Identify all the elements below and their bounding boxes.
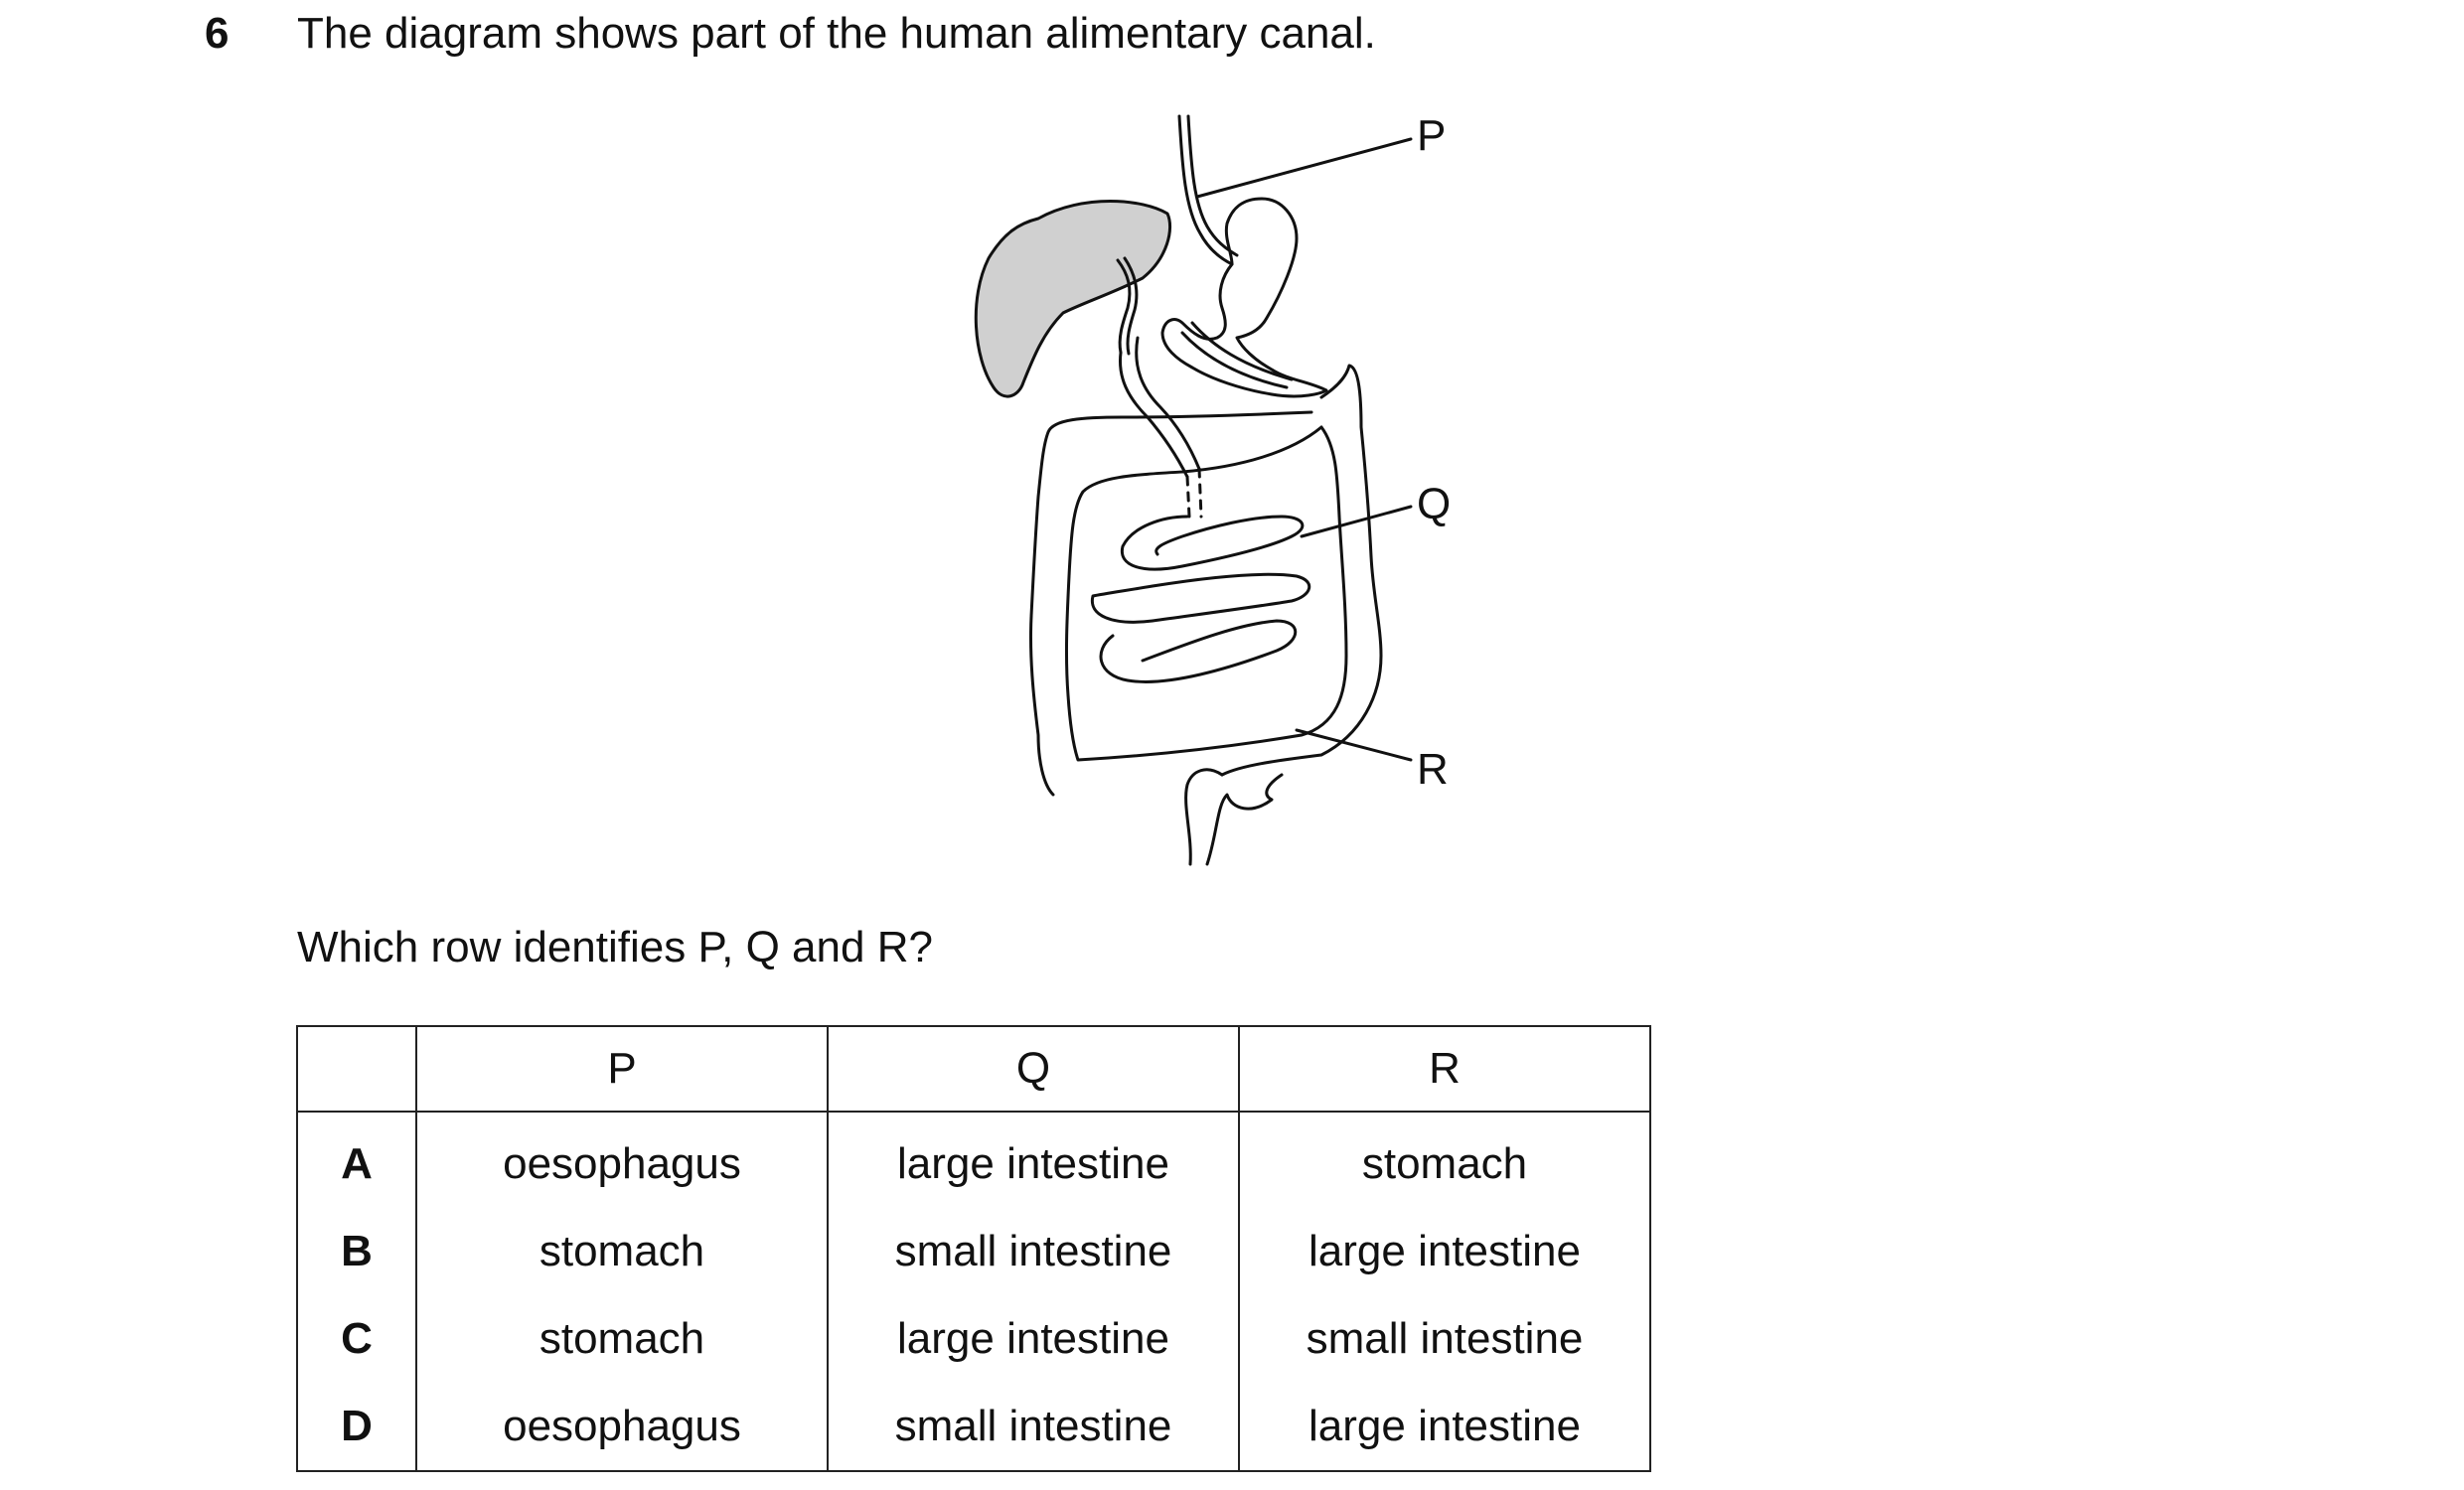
question-prompt: Which row identifies P, Q and R? bbox=[297, 923, 933, 971]
small-intestine-coil-3 bbox=[1099, 619, 1298, 683]
option-q-value: small intestine bbox=[827, 1383, 1240, 1472]
label-line-r bbox=[1295, 728, 1413, 762]
duodenum bbox=[1118, 351, 1189, 479]
large-intestine-outer bbox=[1220, 364, 1383, 777]
header-q: Q bbox=[827, 1025, 1240, 1113]
option-p-value: stomach bbox=[415, 1208, 829, 1295]
rectum-inner bbox=[1205, 773, 1284, 866]
option-q-value: large intestine bbox=[827, 1295, 1240, 1383]
small-intestine-coil-2 bbox=[1090, 572, 1310, 624]
option-r-value: stomach bbox=[1238, 1112, 1651, 1208]
stomach-fold-2 bbox=[1190, 321, 1294, 381]
stomach-fold bbox=[1180, 331, 1289, 389]
stomach bbox=[1160, 197, 1328, 398]
option-row-a[interactable]: A oesophagus large intestine stomach bbox=[296, 1112, 1651, 1208]
header-blank bbox=[296, 1025, 417, 1113]
liver bbox=[974, 200, 1172, 398]
small-intestine-coil-1 bbox=[1120, 515, 1305, 571]
option-q-value: small intestine bbox=[827, 1208, 1240, 1295]
option-r-value: large intestine bbox=[1238, 1383, 1651, 1472]
option-p-value: oesophagus bbox=[415, 1383, 829, 1472]
option-q-value: large intestine bbox=[827, 1112, 1240, 1208]
option-letter: B bbox=[296, 1208, 417, 1295]
label-r: R bbox=[1417, 745, 1449, 794]
option-letter: D bbox=[296, 1383, 417, 1472]
bile-duct-inner bbox=[1123, 256, 1139, 356]
label-line-q bbox=[1300, 505, 1413, 538]
transverse-colon-inner bbox=[1064, 425, 1348, 762]
option-row-b[interactable]: B stomach small intestine large intestin… bbox=[296, 1208, 1651, 1295]
transverse-colon bbox=[1028, 410, 1313, 797]
option-row-c[interactable]: C stomach large intestine small intestin… bbox=[296, 1295, 1651, 1383]
option-letter: C bbox=[296, 1295, 417, 1383]
oesophagus-inner bbox=[1186, 114, 1239, 257]
option-row-d[interactable]: D oesophagus small intestine large intes… bbox=[296, 1383, 1651, 1472]
question-number: 6 bbox=[205, 9, 230, 58]
table-header-row: P Q R bbox=[296, 1025, 1651, 1113]
duodenum-hidden bbox=[1185, 475, 1191, 519]
duodenum-inner bbox=[1135, 336, 1201, 471]
rectum bbox=[1184, 768, 1224, 866]
option-r-value: small intestine bbox=[1238, 1295, 1651, 1383]
label-line-p bbox=[1195, 137, 1413, 199]
question-stem: The diagram shows part of the human alim… bbox=[297, 9, 1376, 58]
duodenum-hidden-inner bbox=[1197, 467, 1203, 519]
header-r: R bbox=[1238, 1025, 1651, 1113]
label-p: P bbox=[1417, 111, 1447, 160]
bile-duct bbox=[1116, 258, 1132, 355]
label-q: Q bbox=[1417, 480, 1452, 528]
option-p-value: oesophagus bbox=[415, 1112, 829, 1208]
option-letter: A bbox=[296, 1112, 417, 1208]
alimentary-canal-diagram: P Q R bbox=[944, 99, 1540, 884]
alimentary-canal-drawing bbox=[974, 114, 1413, 866]
option-p-value: stomach bbox=[415, 1295, 829, 1383]
answer-options-table: P Q R A oesophagus large intestine stoma… bbox=[296, 1025, 1651, 1472]
option-r-value: large intestine bbox=[1238, 1208, 1651, 1295]
header-p: P bbox=[415, 1025, 829, 1113]
oesophagus bbox=[1177, 114, 1234, 266]
